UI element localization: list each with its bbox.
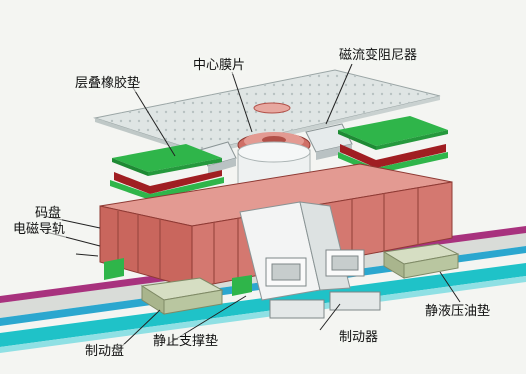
label-brake-disc: 制动盘: [84, 344, 126, 360]
label-code-disc: 码盘: [34, 206, 63, 222]
brake-assembly: [239, 201, 381, 319]
label-hydrostatic-oil-pad: 静液压油垫: [424, 304, 492, 320]
label-electromagnetic-guide-rail: 电磁导轨: [12, 222, 67, 238]
label-mr-damper: 磁流变阻尼器: [338, 48, 419, 64]
label-laminated-rubber-pad: 层叠橡胶垫: [74, 76, 142, 92]
label-center-diaphragm: 中心膜片: [192, 58, 247, 74]
label-brake: 制动器: [338, 330, 380, 346]
static-support-pads: [104, 243, 460, 315]
laminated-rubber-pad-left: [110, 144, 224, 200]
cyan-rail: [0, 263, 526, 347]
label-static-support-pad: 静止支撑垫: [152, 334, 220, 350]
